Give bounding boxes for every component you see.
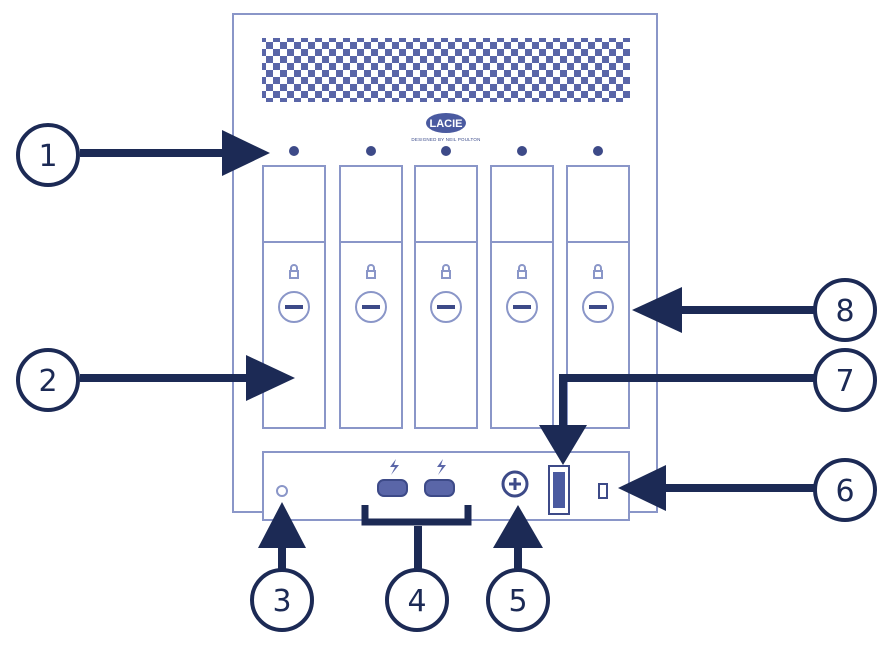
- drive-led: [289, 146, 299, 156]
- drive-led: [366, 146, 376, 156]
- brand-logo: LACIE DESIGNED BY NEIL POULTON: [411, 113, 480, 142]
- svg-text:5: 5: [508, 584, 527, 619]
- brand-name: LACIE: [430, 118, 463, 130]
- callout-4: 4: [385, 568, 449, 632]
- drive-bay[interactable]: [490, 165, 554, 429]
- svg-text:4: 4: [407, 584, 426, 619]
- thunderbolt-icon: [437, 459, 446, 475]
- svg-text:7: 7: [835, 364, 854, 399]
- svg-text:3: 3: [272, 584, 291, 619]
- svg-text:6: 6: [835, 474, 854, 509]
- security-lock-slot[interactable]: [598, 483, 608, 499]
- callout-6: 6: [813, 458, 877, 522]
- callout-circles: 1 2 3 4 5 6 7 8: [16, 123, 877, 632]
- callout-5: 5: [486, 568, 550, 632]
- brand-tagline: DESIGNED BY NEIL POULTON: [411, 137, 480, 142]
- callout-2: 2: [16, 348, 80, 412]
- port-panel: [262, 451, 630, 521]
- drive-bay[interactable]: [566, 165, 630, 429]
- power-switch[interactable]: [548, 465, 570, 515]
- drive-bays: [262, 165, 630, 429]
- svg-text:1: 1: [38, 139, 57, 174]
- drive-led: [441, 146, 451, 156]
- callout-3: 3: [250, 568, 314, 632]
- thunderbolt-port[interactable]: [377, 459, 408, 497]
- padlock-icon: [366, 270, 376, 279]
- thunderbolt-icon: [390, 459, 399, 475]
- thunderbolt-port[interactable]: [424, 459, 455, 497]
- callout-arrows: [80, 130, 818, 578]
- padlock-icon: [517, 270, 527, 279]
- ventilation-grille: [262, 38, 630, 102]
- power-connector[interactable]: [501, 470, 529, 498]
- svg-text:8: 8: [835, 294, 854, 329]
- svg-text:2: 2: [38, 364, 57, 399]
- drive-leds: [289, 146, 603, 156]
- padlock-icon: [289, 270, 299, 279]
- drive-led: [593, 146, 603, 156]
- drive-led: [517, 146, 527, 156]
- power-button[interactable]: [276, 485, 288, 497]
- drive-bay[interactable]: [262, 165, 326, 429]
- padlock-icon: [441, 270, 451, 279]
- callout-8: 8: [813, 278, 877, 342]
- callout-7: 7: [813, 348, 877, 412]
- drive-bay[interactable]: [339, 165, 403, 429]
- padlock-icon: [593, 270, 603, 279]
- drive-bay[interactable]: [414, 165, 478, 429]
- callout-1: 1: [16, 123, 80, 187]
